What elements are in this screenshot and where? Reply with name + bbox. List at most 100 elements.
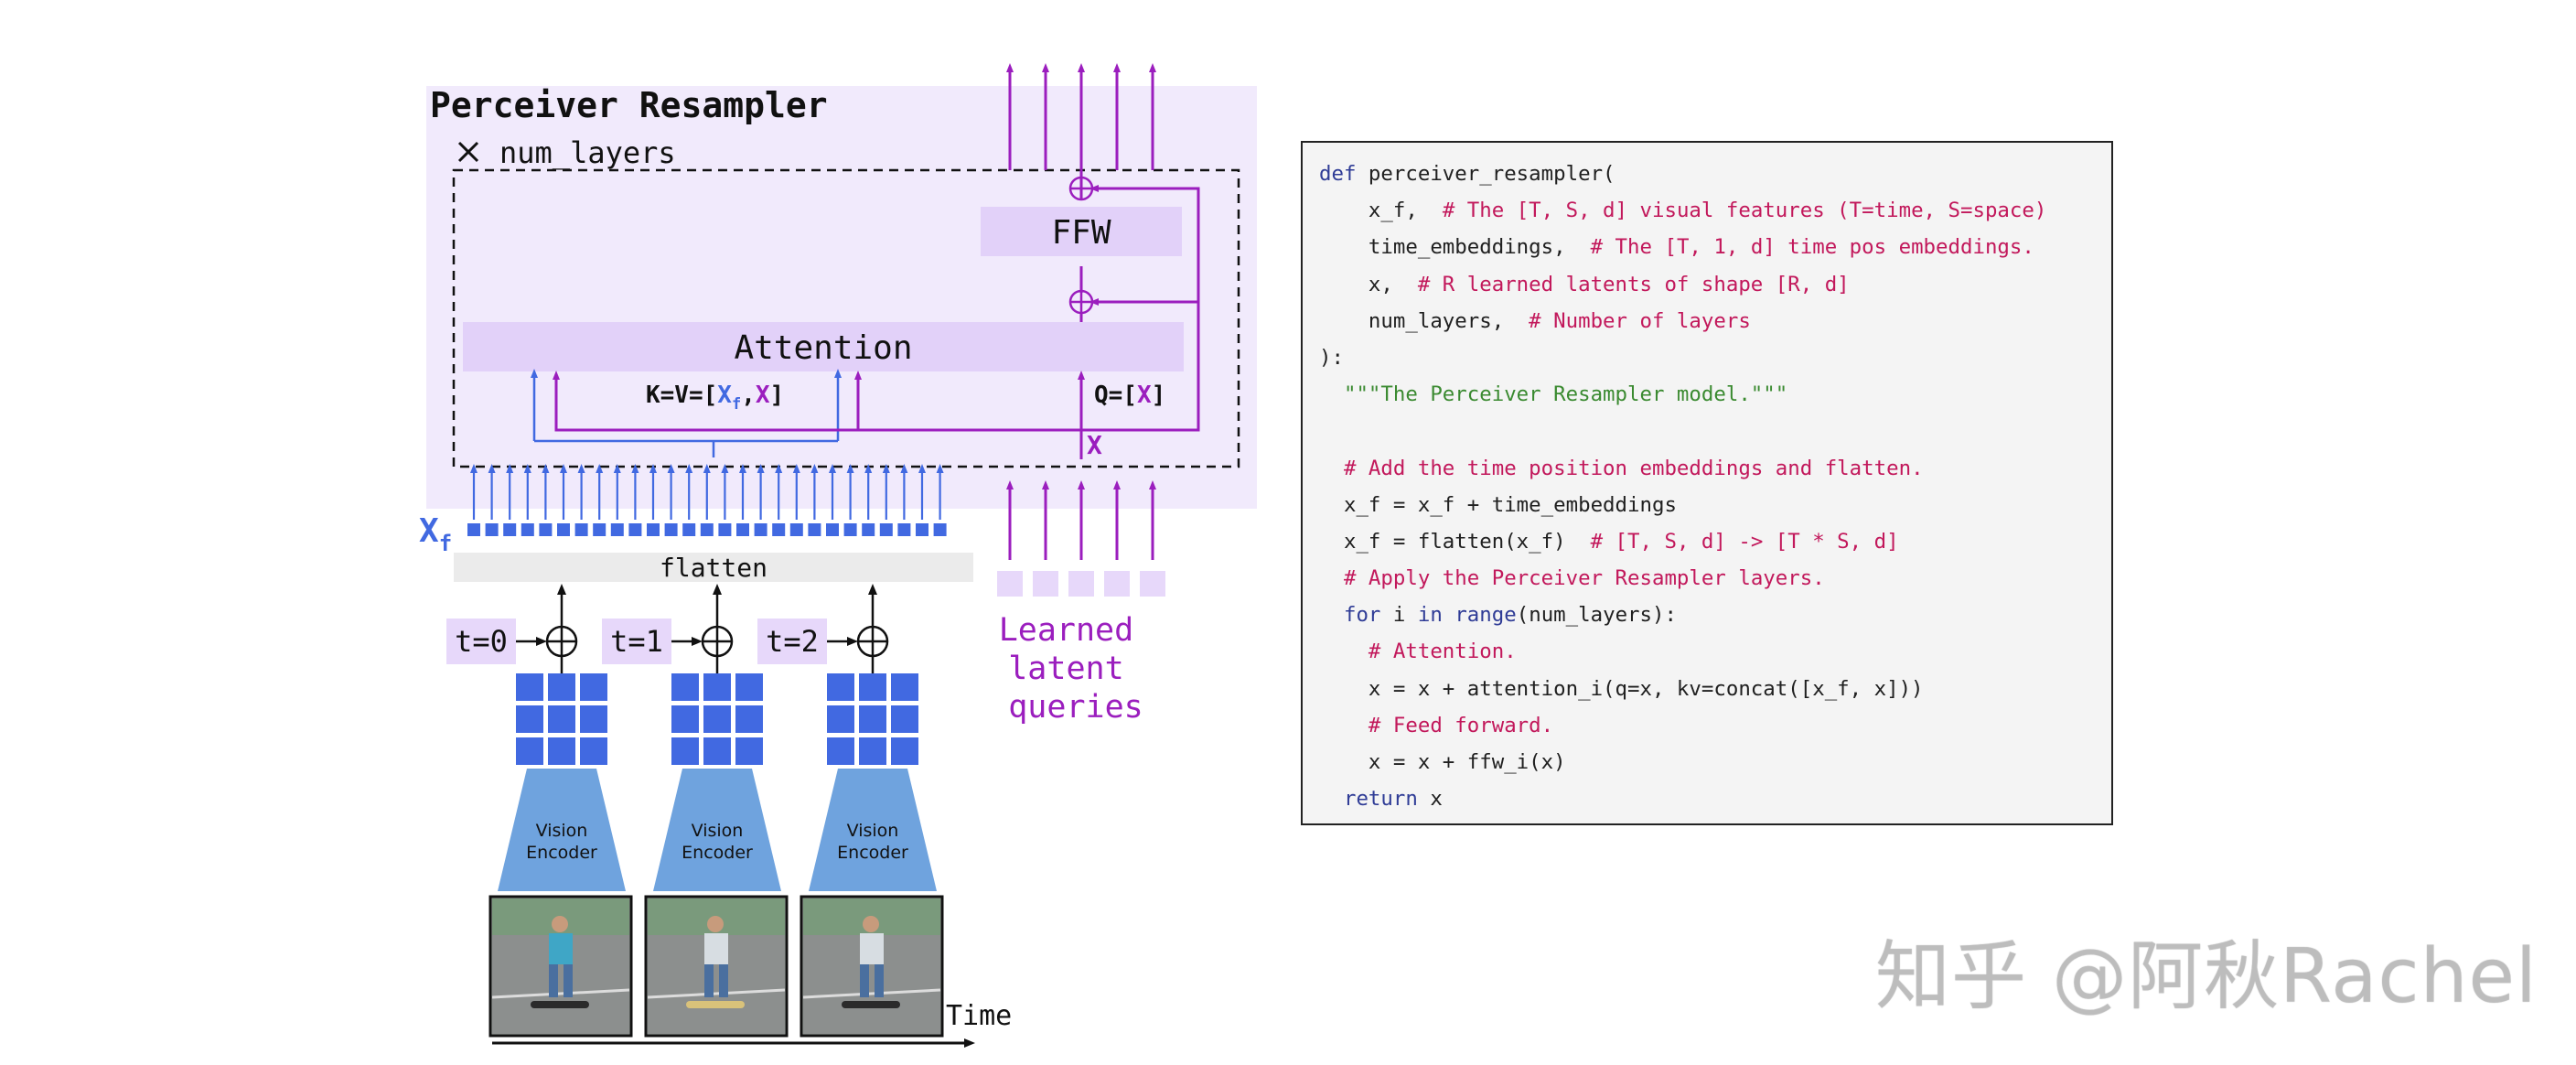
feature-cell [735,673,763,701]
feature-cell [859,705,886,733]
code-line: return x [1343,787,1443,812]
code-line: # Feed forward. [1368,713,1554,737]
time-embedding-box [757,619,827,664]
latent-query-token [1033,571,1058,597]
feature-grid [671,673,763,765]
output-arrows [1006,63,1156,170]
flatten-bar [454,553,973,582]
time-step-label: t=1 [610,624,663,659]
feature-token [664,523,678,536]
code-line: # Apply the Perceiver Resampler layers. [1343,566,1825,591]
flatten-label: flatten [660,553,767,583]
code-panel: def perceiver_resampler( x_f, # The [T, … [1301,141,2113,825]
ffw-label: FFW [1051,214,1111,252]
feature-cell [516,673,543,701]
feature-arrows [470,464,944,520]
feature-token [826,523,839,536]
code-line: # Attention. [1368,640,1517,664]
feature-cell [891,705,918,733]
num-layers-label: num_layers [499,135,676,170]
code-line: x_f = flatten(x_f) # [T, S, d] -> [T * S… [1319,529,1899,554]
add-node-ffw [1068,176,1094,201]
feature-cell [735,705,763,733]
video-frame [488,895,633,1038]
kv-blue-paths [531,369,842,457]
feature-token [718,523,732,536]
feature-cell [671,737,699,765]
feature-cell [703,737,731,765]
latent-query-token [1140,571,1165,597]
feature-token [754,523,767,536]
feature-cell [548,673,575,701]
feature-cell [827,673,854,701]
code-line: x = x + ffw_i(x) [1319,750,1566,774]
add-node-icon [545,625,578,658]
feature-cell [735,737,763,765]
code-line [1319,413,2111,449]
multiply-icon [457,141,479,163]
feature-token [557,523,570,536]
feature-cell [827,705,854,733]
feature-token [808,523,821,536]
add-node-attention [1068,289,1094,315]
latent-query-token [1068,571,1094,597]
layer-box [452,168,1240,468]
add-node-icon [701,625,734,658]
feature-grid [516,673,607,765]
encoder-label: Vision [536,821,588,841]
feature-cell [548,737,575,765]
feature-cell [827,737,854,765]
q-purple-paths [553,371,1085,459]
time-step-label: t=0 [455,624,508,659]
code-line: def perceiver_resampler( [1319,162,1615,186]
feature-cell [671,673,699,701]
video-frame [800,895,944,1038]
feature-token [916,523,928,536]
vision-encoder [653,769,781,891]
feature-token [879,523,893,536]
feature-token [593,523,606,536]
feature-grid [827,673,918,765]
feature-token [647,523,660,536]
latent-queries [997,480,1165,597]
feature-cell [703,673,731,701]
vision-encoder [809,769,937,891]
add-node-icon [856,625,889,658]
feature-cell [859,673,886,701]
code-block: def perceiver_resampler( x_f, # The [T, … [1319,156,2111,817]
code-line: x_f = x_f + time_embeddings [1319,492,1677,517]
attention-label: Attention [734,329,912,367]
encoder-label: Vision [692,821,744,841]
code-line: for i in range(num_layers): [1343,603,1677,628]
feature-cell [580,705,607,733]
feature-token [700,523,714,536]
feature-token [503,523,517,536]
encoder-label: Encoder [526,843,597,863]
encoder-label: Vision [847,821,899,841]
feature-token [628,523,642,536]
q-label: Q=[X] [1094,382,1165,409]
code-line: time_embeddings, # The [T, 1, d] time po… [1319,235,2034,260]
video-frame [644,895,789,1038]
feature-token [862,523,875,536]
feature-cell [548,705,575,733]
time-columns: t=0VisionEncodert=1VisionEncodert=2Visio… [446,584,944,1038]
feature-cell [516,737,543,765]
feature-cell [859,737,886,765]
time-axis-label: Time [946,1000,1012,1032]
feature-token [610,523,624,536]
feature-token [736,523,749,536]
feature-token [467,523,480,536]
latent-query-token [1104,571,1130,597]
code-line: x = x + attention_i(q=x, kv=concat([x_f,… [1319,676,1924,701]
feature-cell [891,673,918,701]
feature-token [682,523,696,536]
code-line: x_f, # The [T, S, d] visual features (T=… [1319,199,2047,223]
attention-block [463,322,1184,371]
feature-token [789,523,803,536]
code-line: num_layers, # Number of layers [1319,308,1751,333]
feature-token [574,523,588,536]
feature-cell [703,705,731,733]
code-line: # Add the time position embeddings and f… [1343,456,1924,480]
